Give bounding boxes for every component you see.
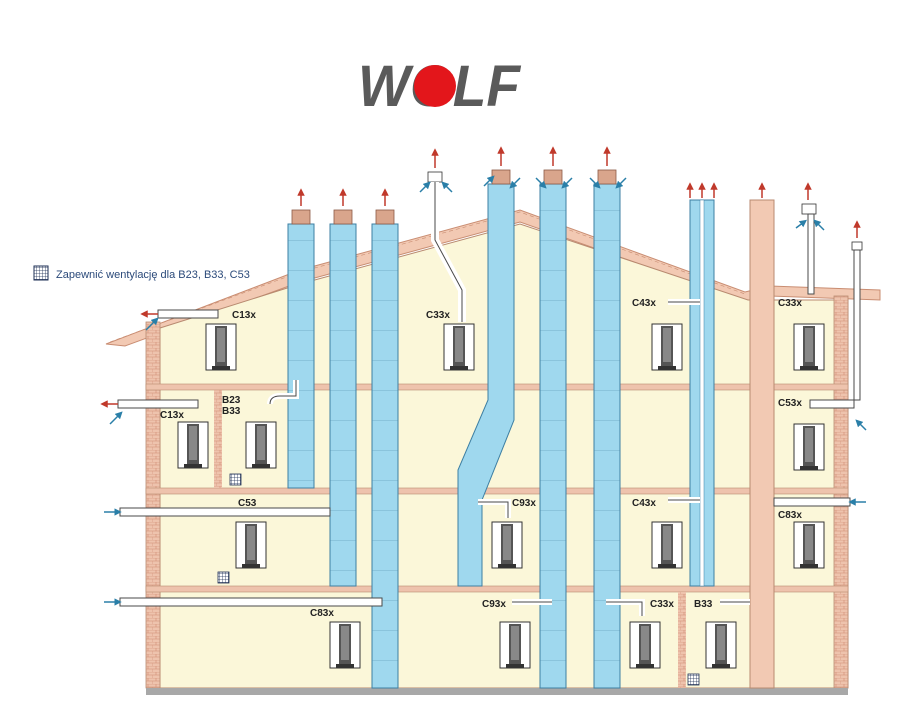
label-c83x-right: C83x [778, 510, 802, 521]
chimney-caps [291, 169, 863, 251]
exhaust-arrows [100, 146, 861, 408]
label-c33x-bottom: C33x [650, 599, 674, 610]
label-c43x-top: C43x [632, 298, 656, 309]
label-c43x-mid: C43x [632, 498, 656, 509]
flue-pipes [117, 182, 861, 616]
shafts [287, 183, 775, 689]
label-b23: B23 [222, 395, 241, 406]
grid-vent-icon-c53 [217, 571, 230, 584]
label-c13x-top: C13x [232, 310, 256, 321]
label-b33-mid: B33 [222, 406, 241, 417]
grid-vent-icon-b33 [687, 673, 700, 686]
left-brick-wall [145, 321, 161, 689]
label-c13x-mid: C13x [160, 410, 184, 421]
type-labels: C13x C13x B23 B33 C53 C83x C33x C93x C93… [160, 298, 802, 619]
label-c53: C53 [238, 498, 257, 509]
label-c93x-bottom: C93x [482, 599, 506, 610]
legend: Zapewnić wentylację dla B23, B33, C53 [33, 265, 250, 281]
label-c93x-mid: C93x [512, 498, 536, 509]
grid-vent-icon-b23 [229, 473, 242, 486]
label-c33x-right: C33x [778, 298, 802, 309]
intake-arrows [104, 175, 867, 606]
label-c53x-right: C53x [778, 398, 802, 409]
label-b33-bottom: B33 [694, 599, 713, 610]
label-c33x-attic: C33x [426, 310, 450, 321]
legend-text: Zapewnić wentylację dla B23, B33, C53 [56, 269, 250, 281]
label-c83x-bottom: C83x [310, 608, 334, 619]
inner-brick-column [214, 390, 222, 488]
vent-grilles [217, 473, 700, 686]
grid-vent-icon [33, 265, 49, 281]
inner-brick-column-2 [678, 592, 686, 688]
logo-red-dot [414, 65, 456, 107]
ground [146, 688, 848, 695]
wolf-logo: WOLF [358, 54, 521, 119]
